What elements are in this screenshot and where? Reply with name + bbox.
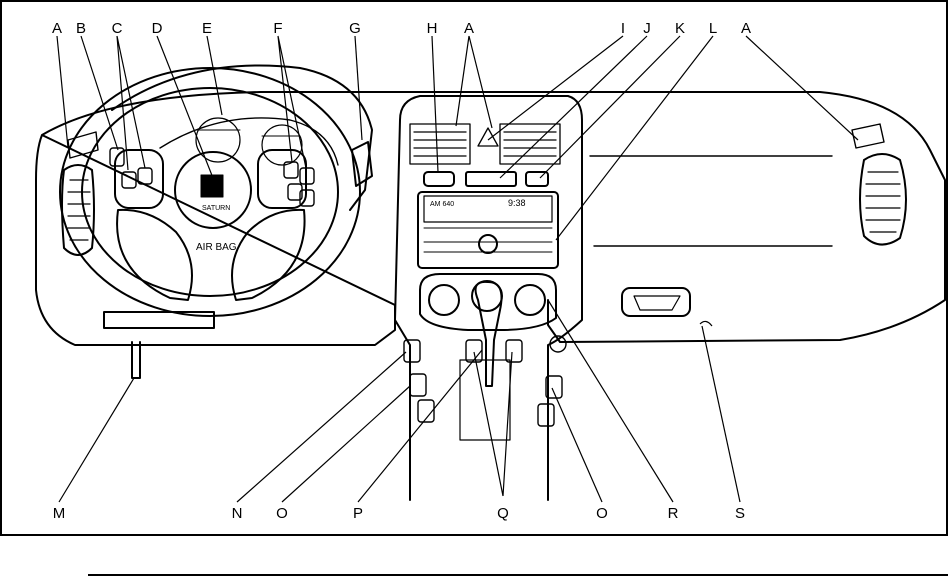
leader-i [487, 35, 624, 141]
hood-release-lever [131, 341, 141, 379]
saturn-emblem [200, 174, 224, 198]
instrument-cluster-gauges [159, 117, 339, 166]
bottom-rule [88, 574, 948, 576]
leader-p [357, 349, 483, 503]
top-callout-8: A [464, 20, 474, 37]
audio-system [417, 191, 559, 269]
leader-l [555, 35, 714, 241]
top-callout-11: K [675, 20, 685, 37]
bottom-callout-4: Q [497, 505, 509, 522]
leader-r [547, 299, 674, 503]
top-callout-13: A [741, 20, 751, 37]
bottom-callout-7: S [735, 505, 745, 522]
shift-gate [459, 359, 511, 441]
right-steering-controls [283, 161, 315, 207]
leader-a-right [745, 35, 859, 141]
top-callout-4: E [202, 20, 212, 37]
leader-b [80, 35, 119, 151]
leader-a-left [56, 35, 69, 149]
center-air-vents [409, 123, 561, 165]
leader-g [354, 35, 363, 141]
leader-h [431, 35, 439, 173]
glove-box-handle [621, 287, 691, 317]
hood-release-slot [103, 311, 215, 329]
leader-o-left [281, 385, 411, 503]
shift-lever [474, 280, 503, 387]
bottom-callout-2: O [276, 505, 288, 522]
leader-f [277, 35, 307, 169]
passenger-airbag-indicator [525, 171, 549, 187]
top-callout-7: H [427, 20, 438, 37]
top-callout-6: G [349, 20, 361, 37]
instrument-cluster-hood [111, 64, 373, 211]
top-callout-1: B [76, 20, 86, 37]
bottom-callout-5: O [596, 505, 608, 522]
radio-clock: 9:38 [508, 198, 526, 208]
leader-m [58, 377, 135, 503]
leader-s [701, 325, 741, 503]
left-steering-controls [109, 147, 153, 189]
top-callout-5: F [273, 20, 282, 37]
radio-band: AM 640 [430, 201, 454, 208]
top-callout-9: I [621, 20, 625, 37]
leader-c [116, 35, 146, 171]
bottom-callout-0: M [53, 505, 66, 522]
hazard-button [423, 171, 455, 187]
figure-frame [0, 0, 948, 536]
emblem-label: SATURN [202, 205, 230, 212]
top-callout-3: D [152, 20, 163, 37]
bottom-callout-1: N [232, 505, 243, 522]
center-display [465, 171, 517, 187]
airbag-label: AIR BAG [196, 242, 237, 253]
steering-wheel [59, 67, 361, 317]
top-callout-10: J [643, 20, 651, 37]
dashboard-outline [35, 91, 946, 346]
passenger-dash-lines [589, 155, 833, 247]
leader-n [236, 351, 407, 503]
leader-s-tick [699, 320, 713, 327]
leader-o-right [551, 387, 603, 503]
top-callout-0: A [52, 20, 62, 37]
leader-d [156, 35, 214, 179]
leader-k [539, 35, 681, 179]
top-callout-12: L [709, 20, 717, 37]
leader-a-center [455, 35, 493, 129]
center-stack [394, 95, 583, 501]
console-switches [403, 335, 567, 427]
bottom-callout-6: R [668, 505, 679, 522]
wiper-stalk [351, 141, 373, 187]
top-callout-2: C [112, 20, 123, 37]
leader-e [206, 35, 223, 116]
leader-j [499, 35, 648, 179]
leader-q [473, 351, 513, 497]
right-air-vent [851, 123, 907, 246]
bottom-callout-3: P [353, 505, 363, 522]
airbag-hub [174, 151, 252, 229]
